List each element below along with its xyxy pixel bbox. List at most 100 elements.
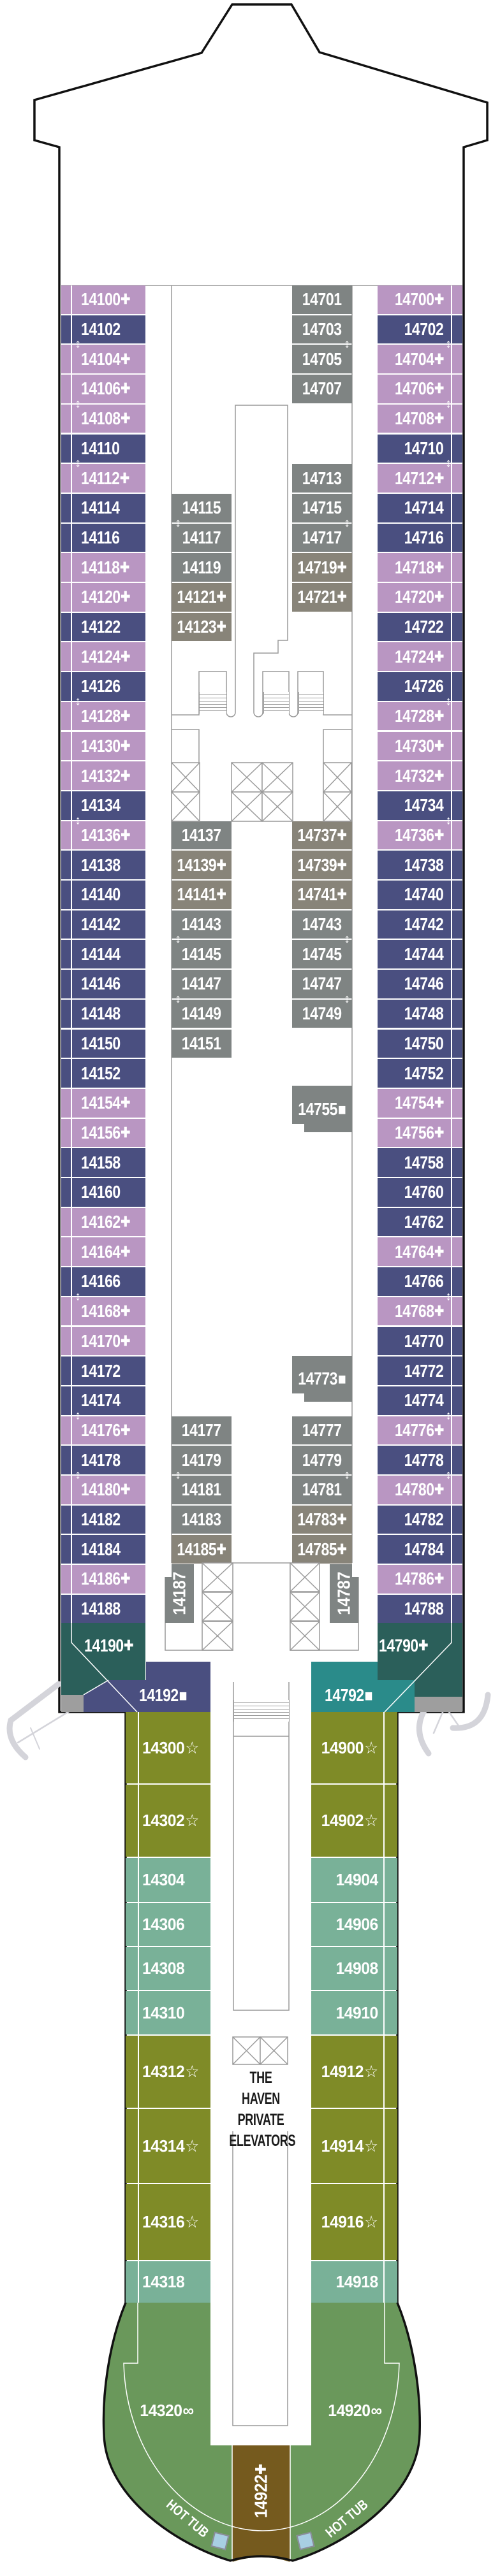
cabin-14118[interactable]: 14118+: [61, 553, 145, 582]
cabin-14146[interactable]: 14146: [61, 970, 145, 998]
cabin-14782[interactable]: 14782: [378, 1505, 462, 1534]
cabin-14906[interactable]: 14906: [311, 1903, 397, 1946]
cabin-14719[interactable]: 14719+: [292, 553, 352, 582]
cabin-14785[interactable]: 14785+: [292, 1535, 352, 1564]
cabin-14304[interactable]: 14304: [126, 1858, 210, 1902]
cabin-14116[interactable]: 14116: [61, 523, 145, 552]
cabin-14766[interactable]: 14766: [378, 1267, 462, 1296]
cabin-14300[interactable]: 14300☆: [126, 1712, 210, 1783]
cabin-14112[interactable]: 14112+: [61, 464, 145, 493]
cabin-14724[interactable]: 14724+: [378, 642, 462, 672]
cabin-14904[interactable]: 14904: [311, 1858, 397, 1902]
cabin-14128[interactable]: 14128+: [61, 702, 145, 731]
cabin-14700[interactable]: 14700+: [378, 285, 462, 314]
cabin-14770[interactable]: 14770: [378, 1327, 462, 1356]
cabin-14139[interactable]: 14139+: [172, 851, 232, 879]
cabin-14900[interactable]: 14900☆: [311, 1712, 397, 1783]
cabin-14141[interactable]: 14141+: [172, 881, 232, 909]
cabin-14734[interactable]: 14734: [378, 791, 462, 820]
cabin-14720[interactable]: 14720+: [378, 583, 462, 612]
cabin-14718[interactable]: 14718+: [378, 553, 462, 582]
cabin-14179[interactable]: 14179: [172, 1446, 232, 1474]
cabin-14114[interactable]: 14114: [61, 493, 145, 522]
cabin-14713[interactable]: 14713: [292, 464, 352, 493]
cabin-14148[interactable]: 14148: [61, 999, 145, 1028]
cabin-14912[interactable]: 14912☆: [311, 2036, 397, 2108]
cabin-14117[interactable]: 14117: [172, 523, 232, 552]
cabin-14160[interactable]: 14160: [61, 1178, 145, 1207]
cabin-14122[interactable]: 14122: [61, 612, 145, 642]
cabin-14108[interactable]: 14108+: [61, 404, 145, 433]
cabin-14702[interactable]: 14702: [378, 315, 462, 344]
cabin-14752[interactable]: 14752: [378, 1059, 462, 1088]
cabin-14177[interactable]: 14177: [172, 1416, 232, 1445]
cabin-14188[interactable]: 14188: [61, 1594, 145, 1623]
cabin-14730[interactable]: 14730+: [378, 731, 462, 761]
cabin-14741[interactable]: 14741+: [292, 881, 352, 909]
cabin-14138[interactable]: 14138: [61, 851, 145, 879]
cabin-14788[interactable]: 14788: [378, 1594, 462, 1623]
cabin-14104[interactable]: 14104+: [61, 345, 145, 374]
cabin-14115[interactable]: 14115: [172, 493, 232, 522]
cabin-14178[interactable]: 14178: [61, 1446, 145, 1474]
cabin-14760[interactable]: 14760: [378, 1178, 462, 1207]
cabin-14783[interactable]: 14783+: [292, 1505, 352, 1534]
cabin-14150[interactable]: 14150: [61, 1029, 145, 1058]
cabin-14737[interactable]: 14737+: [292, 821, 352, 850]
cabin-14137[interactable]: 14137: [172, 821, 232, 850]
cabin-14120[interactable]: 14120+: [61, 583, 145, 612]
cabin-14717[interactable]: 14717: [292, 523, 352, 552]
cabin-14750[interactable]: 14750: [378, 1029, 462, 1058]
cabin-14704[interactable]: 14704+: [378, 345, 462, 374]
cabin-14182[interactable]: 14182: [61, 1505, 145, 1534]
cabin-14742[interactable]: 14742: [378, 910, 462, 939]
cabin-14739[interactable]: 14739+: [292, 851, 352, 879]
cabin-14142[interactable]: 14142: [61, 910, 145, 939]
cabin-14164[interactable]: 14164+: [61, 1237, 145, 1267]
cabin-14744[interactable]: 14744: [378, 940, 462, 969]
cabin-14778[interactable]: 14778: [378, 1446, 462, 1474]
cabin-14316[interactable]: 14316☆: [126, 2184, 210, 2260]
cabin-14703[interactable]: 14703: [292, 315, 352, 344]
cabin-14705[interactable]: 14705: [292, 345, 352, 374]
cabin-14706[interactable]: 14706+: [378, 375, 462, 403]
cabin-14701[interactable]: 14701: [292, 285, 352, 314]
cabin-14124[interactable]: 14124+: [61, 642, 145, 672]
cabin-14151[interactable]: 14151: [172, 1029, 232, 1058]
cabin-14712[interactable]: 14712+: [378, 464, 462, 493]
cabin-14170[interactable]: 14170+: [61, 1327, 145, 1356]
cabin-14784[interactable]: 14784: [378, 1535, 462, 1564]
cabin-14726[interactable]: 14726: [378, 672, 462, 701]
cabin-14918[interactable]: 14918: [311, 2261, 397, 2303]
cabin-14126[interactable]: 14126: [61, 672, 145, 701]
cabin-14708[interactable]: 14708+: [378, 404, 462, 433]
cabin-14786[interactable]: 14786+: [378, 1565, 462, 1594]
cabin-14145[interactable]: 14145: [172, 940, 232, 969]
cabin-14156[interactable]: 14156+: [61, 1118, 145, 1148]
cabin-14922[interactable]: 14922+: [232, 2459, 290, 2523]
cabin-14140[interactable]: 14140: [61, 881, 145, 909]
cabin-14183[interactable]: 14183: [172, 1505, 232, 1534]
cabin-14176[interactable]: 14176+: [61, 1416, 145, 1445]
cabin-14136[interactable]: 14136+: [61, 821, 145, 850]
cabin-14749[interactable]: 14749: [292, 999, 352, 1028]
cabin-14736[interactable]: 14736+: [378, 821, 462, 850]
cabin-14130[interactable]: 14130+: [61, 731, 145, 761]
cabin-14152[interactable]: 14152: [61, 1059, 145, 1088]
cabin-14716[interactable]: 14716: [378, 523, 462, 552]
cabin-14747[interactable]: 14747: [292, 970, 352, 998]
cabin-14180[interactable]: 14180+: [61, 1476, 145, 1504]
cabin-14754[interactable]: 14754+: [378, 1088, 462, 1118]
cabin-14184[interactable]: 14184: [61, 1535, 145, 1564]
cabin-14147[interactable]: 14147: [172, 970, 232, 998]
cabin-14172[interactable]: 14172: [61, 1356, 145, 1385]
cabin-14308[interactable]: 14308: [126, 1947, 210, 1990]
cabin-14166[interactable]: 14166: [61, 1267, 145, 1296]
cabin-14312[interactable]: 14312☆: [126, 2036, 210, 2108]
cabin-14149[interactable]: 14149: [172, 999, 232, 1028]
cabin-14748[interactable]: 14748: [378, 999, 462, 1028]
cabin-14715[interactable]: 14715: [292, 493, 352, 522]
cabin-14707[interactable]: 14707: [292, 375, 352, 403]
cabin-14780[interactable]: 14780+: [378, 1476, 462, 1504]
cabin-14314[interactable]: 14314☆: [126, 2109, 210, 2183]
